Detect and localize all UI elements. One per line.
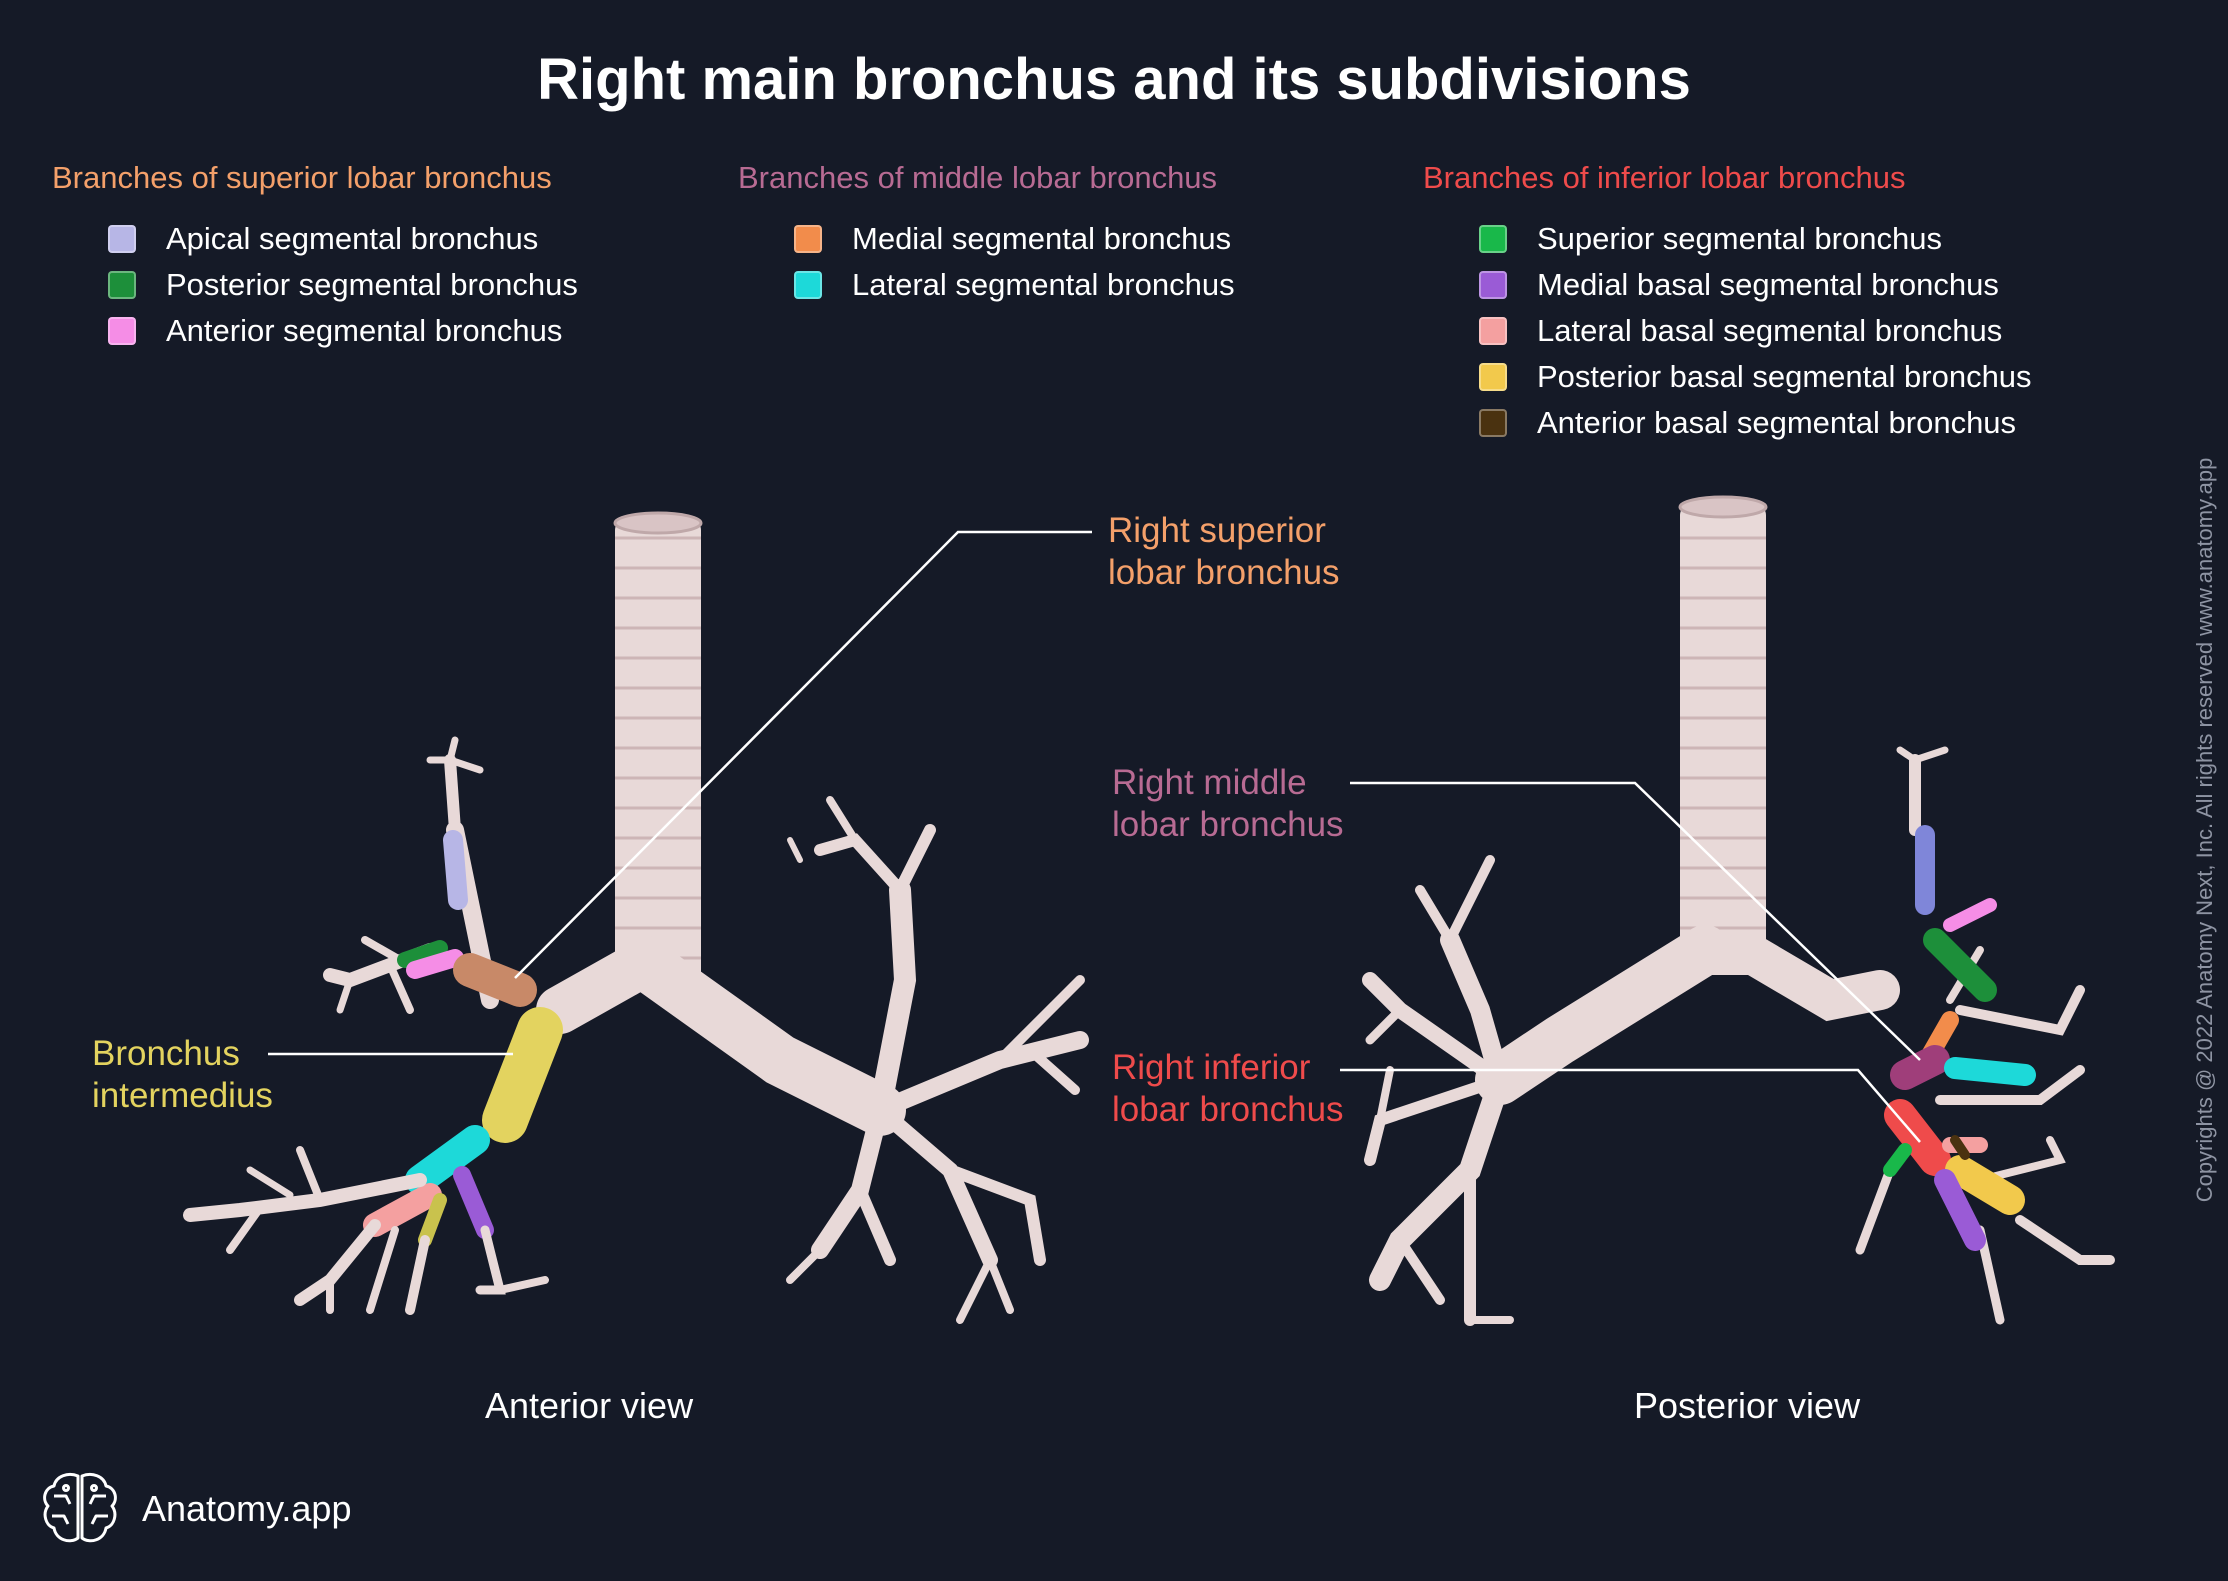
legend-label-lateral-basal: Lateral basal segmental bronchus [1537, 313, 2003, 348]
posterior-superior-segmental [1883, 1143, 1912, 1177]
anterior-right-main-bronchus [536, 941, 664, 1034]
legend-item-posterior-basal: Posterior basal segmental bronchus [1423, 354, 2032, 400]
swatch-anterior-basal [1479, 409, 1507, 437]
legend-label-posterior-basal: Posterior basal segmental bronchus [1537, 359, 2032, 394]
posterior-view-tree [1362, 495, 2115, 1326]
anterior-medial-basal-segment [453, 1166, 494, 1239]
callout-right-middle-lobar-bronchus: Right middle lobar bronchus [1112, 762, 1344, 846]
swatch-anterior [108, 317, 136, 345]
legend-label-medial: Medial segmental bronchus [852, 221, 1232, 256]
legend-heading-middle: Branches of middle lobar bronchus [738, 160, 1218, 195]
legend-superior: Branches of superior lobar bronchus Apic… [52, 160, 578, 354]
swatch-posterior-basal [1479, 363, 1507, 391]
anterior-left-main-bronchus [614, 934, 906, 1136]
anterior-trachea [615, 520, 701, 990]
posterior-medial-basal [1934, 1169, 1986, 1251]
posterior-posterior-segment [1923, 928, 1997, 1002]
legend-item-superior-segmental: Superior segmental bronchus [1423, 216, 2032, 262]
brain-icon [43, 1472, 117, 1543]
callout-bronchus-intermedius: Bronchus intermedius [92, 1033, 273, 1117]
posterior-lateral-segment [1944, 1057, 2036, 1086]
callout-right-middle-line1: Right middle [1112, 763, 1307, 802]
anterior-apical-segment [443, 830, 468, 910]
callout-right-superior-line2: lobar bronchus [1108, 553, 1340, 592]
legend-item-lateral-basal: Lateral basal segmental bronchus [1423, 308, 2032, 354]
swatch-apical [108, 225, 136, 253]
posterior-anterior-segment [1943, 898, 1997, 932]
swatch-superior-segmental [1479, 225, 1507, 253]
legend-item-medial-basal: Medial basal segmental bronchus [1423, 262, 2032, 308]
swatch-medial [794, 225, 822, 253]
posterior-right-main-bronchus [1725, 930, 1900, 1022]
legend-item-lateral: Lateral segmental bronchus [738, 262, 1235, 308]
callout-right-inferior-lobar-bronchus: Right inferior lobar bronchus [1112, 1047, 1344, 1131]
callout-intermedius-line2: intermedius [92, 1076, 273, 1115]
leader-right-inferior [1340, 1068, 1921, 1143]
view-label-anterior: Anterior view [485, 1385, 694, 1426]
legend-item-medial: Medial segmental bronchus [738, 216, 1235, 262]
swatch-lateral [794, 271, 822, 299]
legend-heading-superior: Branches of superior lobar bronchus [52, 160, 552, 195]
callout-right-superior-line1: Right superior [1108, 511, 1326, 550]
anterior-anterior-segment [406, 949, 464, 979]
legend-label-posterior: Posterior segmental bronchus [166, 267, 578, 302]
swatch-medial-basal [1479, 271, 1507, 299]
legend-item-posterior: Posterior segmental bronchus [52, 262, 578, 308]
callout-right-inferior-line2: lobar bronchus [1112, 1090, 1344, 1129]
callout-right-inferior-line1: Right inferior [1112, 1048, 1311, 1087]
legend-item-apical: Apical segmental bronchus [52, 216, 578, 262]
legend-label-superior-segmental: Superior segmental bronchus [1537, 221, 1942, 256]
page-title: Right main bronchus and its subdivisions [537, 47, 1691, 112]
anterior-view-tree [183, 511, 1089, 1324]
callout-intermedius-line1: Bronchus [92, 1034, 240, 1073]
anterior-middle-lateral-segment [405, 1125, 490, 1195]
legend-item-anterior: Anterior segmental bronchus [52, 308, 578, 354]
posterior-middle-lobar [1890, 1045, 1950, 1090]
legend-label-lateral: Lateral segmental bronchus [852, 267, 1235, 302]
anterior-posterior-basal-segment [418, 1193, 447, 1247]
posterior-anterior-basal [1950, 1135, 1970, 1160]
anterior-lateral-basal-segment [363, 1183, 442, 1237]
legend-middle: Branches of middle lobar bronchus Medial… [738, 160, 1235, 308]
legend-label-anterior: Anterior segmental bronchus [166, 313, 563, 348]
brand-name: Anatomy.app [142, 1488, 352, 1529]
anterior-superior-lobar [453, 953, 537, 1007]
copyright-text: Copyrights @ 2022 Anatomy Next, Inc. All… [2192, 457, 2217, 1203]
legend-heading-inferior: Branches of inferior lobar bronchus [1423, 160, 1906, 195]
view-label-posterior: Posterior view [1634, 1385, 1861, 1426]
legend-label-apical: Apical segmental bronchus [166, 221, 539, 256]
legend-inferior: Branches of inferior lobar bronchus Supe… [1423, 160, 2032, 446]
swatch-lateral-basal [1479, 317, 1507, 345]
callout-right-superior-lobar-bronchus: Right superior lobar bronchus [1108, 510, 1340, 594]
anterior-posterior-segment [397, 940, 448, 968]
posterior-trachea-top [1678, 495, 1768, 519]
leader-right-middle [1350, 781, 1921, 1061]
brand-logo[interactable]: Anatomy.app [40, 1470, 351, 1548]
anterior-trachea-top [613, 511, 703, 535]
anterior-bronchus-intermedius [482, 1007, 563, 1143]
leader-lines [268, 530, 1921, 1143]
posterior-posterior-basal [1945, 1155, 2025, 1215]
leader-right-superior [514, 530, 1092, 979]
legend-label-anterior-basal: Anterior basal segmental bronchus [1537, 405, 2017, 440]
swatch-posterior [108, 271, 136, 299]
legend-item-anterior-basal: Anterior basal segmental bronchus [1423, 400, 2032, 446]
posterior-left-main-bronchus [1475, 925, 1730, 1105]
callout-right-middle-line2: lobar bronchus [1112, 805, 1344, 844]
legend-label-medial-basal: Medial basal segmental bronchus [1537, 267, 1999, 302]
posterior-trachea [1680, 505, 1766, 975]
